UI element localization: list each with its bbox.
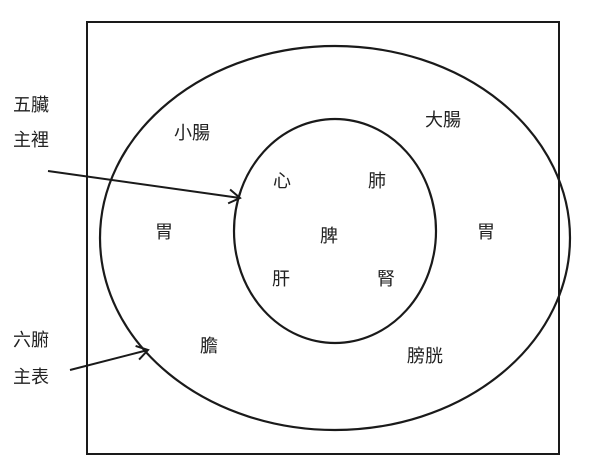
inner-ellipse <box>232 117 438 345</box>
label-stomach-right: 胃 <box>477 222 495 243</box>
callout-liufu-line1: 六腑 <box>13 330 49 351</box>
callout-wuzang-line2: 主裡 <box>13 130 49 151</box>
diagram-frame <box>86 21 560 455</box>
label-liver: 肝 <box>272 269 290 290</box>
callout-wuzang-line1: 五臟 <box>13 95 49 116</box>
label-kidney: 腎 <box>377 269 395 290</box>
arrow-to-inner <box>47 170 242 205</box>
label-small-intestine: 小腸 <box>174 123 210 144</box>
arrow-to-outer <box>69 345 150 371</box>
label-stomach-left: 胃 <box>155 222 173 243</box>
label-bladder: 膀胱 <box>407 346 443 367</box>
label-spleen: 脾 <box>320 226 338 247</box>
callout-liufu-line2: 主表 <box>13 367 49 388</box>
label-large-intestine: 大腸 <box>425 110 461 131</box>
label-lung: 肺 <box>368 171 386 192</box>
label-gallbladder: 膽 <box>200 336 218 357</box>
outer-ellipse <box>98 44 572 432</box>
label-heart: 心 <box>273 171 291 192</box>
